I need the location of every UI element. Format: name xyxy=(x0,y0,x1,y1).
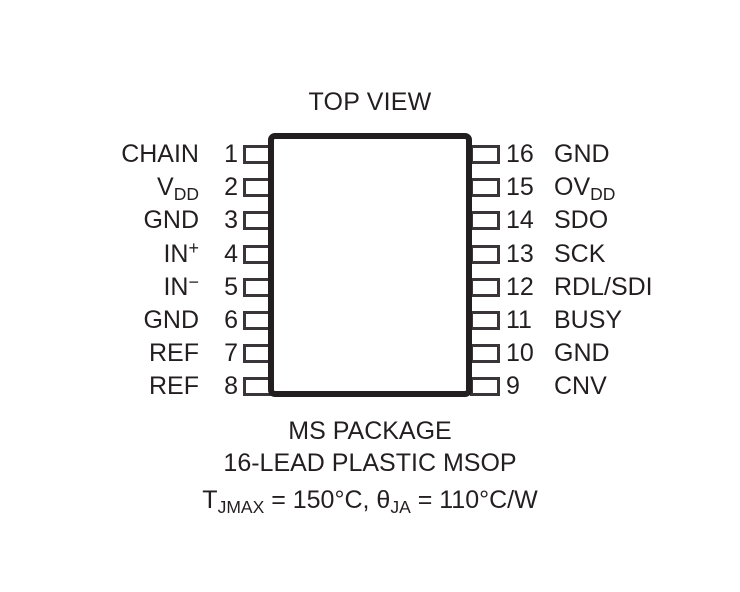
pin-number-4: 4 xyxy=(224,239,238,268)
pin-label-4: IN+ xyxy=(163,238,199,268)
pin-row-7: REF 7 xyxy=(0,339,238,368)
pin-number-10: 10 xyxy=(506,339,534,368)
pin-lead-13 xyxy=(470,244,500,264)
pin-label-14: SDO xyxy=(554,206,609,235)
pin-label-8: REF xyxy=(149,372,199,401)
pin-label-15: OVDD xyxy=(554,173,616,204)
pin-row-16: 16 GND xyxy=(506,140,740,168)
pin-row-10: 10 GND xyxy=(506,339,740,368)
pin-number-1: 1 xyxy=(224,140,238,168)
pin-number-12: 12 xyxy=(506,272,534,301)
pin-number-14: 14 xyxy=(506,206,534,235)
pin-row-15: 15 OVDD xyxy=(506,173,740,204)
pin-label-12: RDL/SDI xyxy=(554,272,653,301)
pin-number-9: 9 xyxy=(506,372,520,401)
pin-number-6: 6 xyxy=(224,306,238,334)
caption-package-type: 16-LEAD PLASTIC MSOP xyxy=(223,449,517,477)
pin-label-13: SCK xyxy=(554,239,606,268)
pin-row-12: 12 RDL/SDI xyxy=(506,272,740,301)
pin-label-16: GND xyxy=(554,140,610,168)
pin-row-2: VDD 2 xyxy=(0,173,238,204)
pin-number-5: 5 xyxy=(224,272,238,301)
pin-number-15: 15 xyxy=(506,173,534,202)
pin-lead-11 xyxy=(470,311,500,330)
pin-lead-16 xyxy=(470,145,500,164)
pin-row-9: 9 CNV xyxy=(506,372,740,401)
pin-row-8: REF 8 xyxy=(0,372,238,401)
pin-label-2: VDD xyxy=(157,173,199,204)
pin-label-9: CNV xyxy=(554,372,607,401)
pin-label-3: GND xyxy=(143,206,199,235)
pin-number-7: 7 xyxy=(224,339,238,368)
pin-row-5: IN− 5 xyxy=(0,271,238,301)
pin-number-8: 8 xyxy=(224,372,238,401)
pin-lead-14 xyxy=(470,211,500,231)
pin-lead-10 xyxy=(470,344,500,364)
pin-label-1: CHAIN xyxy=(121,140,199,168)
pin-label-5: IN− xyxy=(163,271,199,301)
package-body-outline xyxy=(268,133,472,397)
pin-row-3: GND 3 xyxy=(0,206,238,235)
pin-row-11: 11 BUSY xyxy=(506,306,740,334)
pin-number-11: 11 xyxy=(506,306,532,334)
pin-row-14: 14 SDO xyxy=(506,206,740,235)
caption-package-name: MS PACKAGE xyxy=(288,417,452,445)
pin-label-11: BUSY xyxy=(554,306,623,334)
pin-lead-9 xyxy=(470,377,500,397)
pin-row-4: IN+ 4 xyxy=(0,238,238,268)
pin-row-6: GND 6 xyxy=(0,306,238,334)
pin-lead-12 xyxy=(470,277,500,297)
pin-label-7: REF xyxy=(149,339,199,368)
pin-lead-15 xyxy=(470,178,500,198)
top-view-title: TOP VIEW xyxy=(308,88,432,116)
pin-number-13: 13 xyxy=(506,239,534,268)
caption-thermal-specs: TJMAX = 150°C, θJA = 110°C/W xyxy=(202,486,538,517)
pin-row-1: CHAIN 1 xyxy=(0,140,238,168)
pin-number-3: 3 xyxy=(224,206,238,235)
pin-number-16: 16 xyxy=(506,140,534,168)
pin-label-6: GND xyxy=(143,306,199,334)
pin-number-2: 2 xyxy=(224,173,238,202)
pin-label-10: GND xyxy=(554,339,610,368)
pin-row-13: 13 SCK xyxy=(506,239,740,268)
